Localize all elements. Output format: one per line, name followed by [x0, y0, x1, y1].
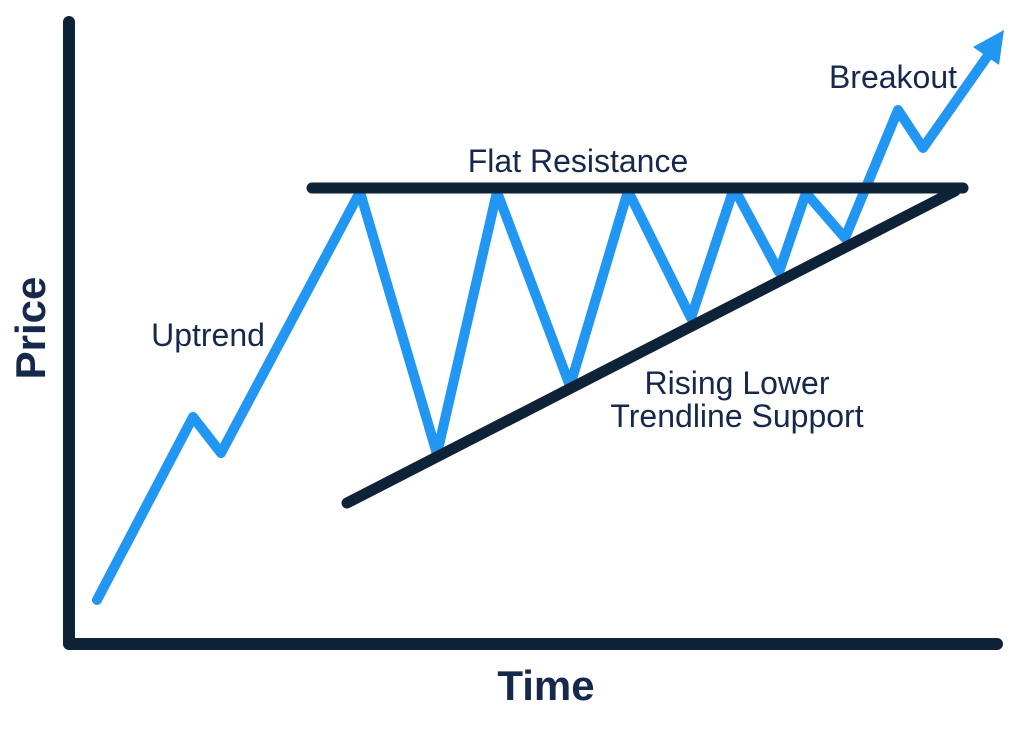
- breakout-label: Breakout: [829, 59, 957, 95]
- price-time-axes: [63, 16, 1003, 650]
- x-axis-title: Time: [497, 662, 594, 709]
- rising-support-trendline: [341, 185, 961, 509]
- rising-support-label-line2: Trendline Support: [610, 398, 863, 434]
- breakout-arrowhead-icon: [973, 30, 1004, 65]
- y-axis-title: Price: [7, 277, 54, 380]
- uptrend-label: Uptrend: [151, 317, 265, 353]
- rising-support-label-line1: Rising Lower: [645, 365, 830, 401]
- price-zigzag-line: [92, 49, 994, 605]
- flat-resistance-label: Flat Resistance: [468, 143, 689, 179]
